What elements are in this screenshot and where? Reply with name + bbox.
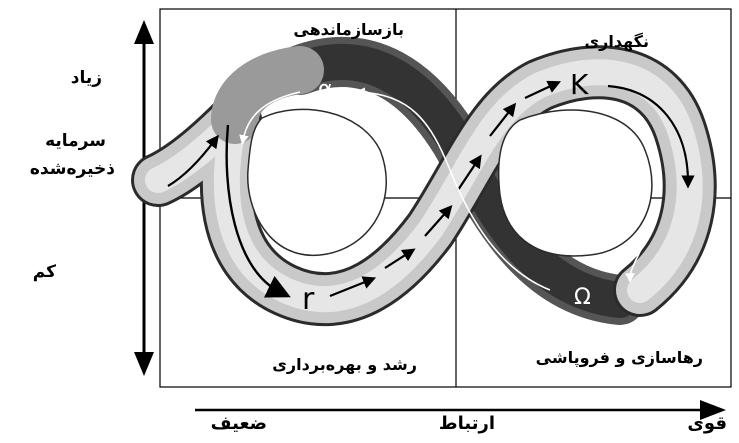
r-arrow-2	[384, 248, 416, 269]
left-loop-hole	[247, 108, 387, 256]
r-arrow-3	[424, 205, 453, 237]
frontloop-band-highlight	[145, 59, 703, 313]
alpha-symbol: α	[318, 77, 333, 102]
capital-axis-title-line2: ذخیره‌شده	[29, 159, 115, 179]
k-symbol: K	[570, 68, 589, 101]
r-symbol: r	[302, 282, 315, 317]
quadrant-reorganization-label: بازسازماندهی	[293, 20, 404, 39]
r-arrow-5	[489, 102, 517, 137]
capital-axis-title-line1: سرمایه	[45, 131, 106, 151]
axis-arrow-up-icon	[134, 20, 154, 44]
alpha-band	[211, 46, 324, 144]
axis-arrow-right-icon	[700, 400, 726, 420]
axis-arrow-down-icon	[134, 352, 154, 376]
connectedness-axis-title: ارتباط	[438, 413, 495, 434]
alpha-white-arrow	[239, 91, 301, 145]
omega-symbol: Ω	[574, 285, 591, 310]
quadrant-conservation-label: نگهداری	[584, 32, 649, 51]
r-arrow-6	[524, 80, 561, 99]
connectedness-low-label: ضعیف	[210, 413, 267, 434]
r-arrow-4	[457, 154, 482, 191]
connectedness-high-label: قوی	[687, 413, 727, 434]
capital-high-label: زیاد	[70, 68, 102, 88]
capital-low-label: کم	[32, 262, 56, 282]
k-to-omega-arrow	[607, 84, 695, 189]
r-arrow-1	[329, 276, 377, 298]
tail-arrow	[167, 134, 219, 187]
quadrant-exploitation-label: رشد و بهره‌برداری	[272, 355, 417, 374]
backloop-white-arrow	[355, 87, 551, 291]
growth-arrow	[225, 124, 291, 298]
quadrant-release-label: رهاسازی و فروپاشی	[535, 348, 703, 367]
right-loop-hole	[497, 109, 653, 257]
omega-release-arrow	[625, 227, 651, 283]
